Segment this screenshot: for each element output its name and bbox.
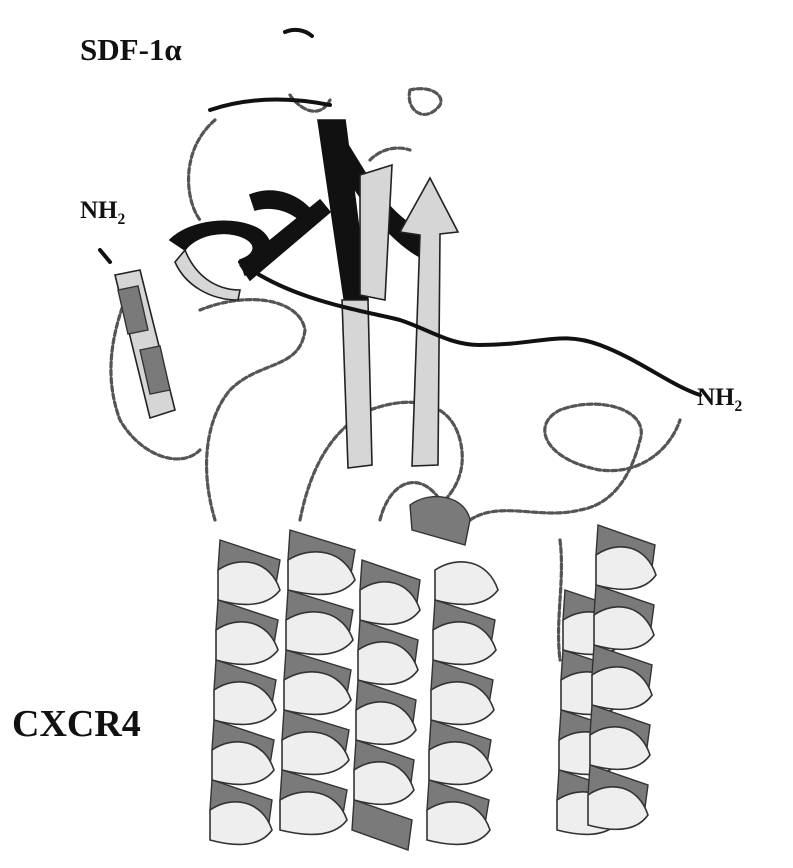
receptor-loop xyxy=(470,404,680,520)
helix-tm4 xyxy=(410,497,498,845)
sdf1-alpha-label: SDF-1α xyxy=(80,32,182,68)
ligand-beta-strand xyxy=(342,300,372,468)
ligand-beta-strand xyxy=(360,165,392,300)
ligand-loop xyxy=(189,120,215,220)
ligand-n-terminal-tail xyxy=(240,262,700,395)
helix-tm3 xyxy=(352,560,420,850)
nh-symbol: NH xyxy=(80,197,118,224)
receptor-loop xyxy=(200,300,305,520)
receptor-n-terminal-strand xyxy=(100,250,175,418)
cxcr4-label: CXCR4 xyxy=(12,702,141,746)
helix-tm1 xyxy=(210,540,280,844)
n-terminus-label-ligand: NH2 xyxy=(697,384,742,416)
n-terminus-label-receptor: NH2 xyxy=(80,197,125,229)
cxcr4-receptor xyxy=(100,250,680,850)
ligand-loop xyxy=(409,89,441,115)
helix-tm6 xyxy=(588,525,656,829)
nh-subscript: 2 xyxy=(735,398,743,415)
ligand-loop xyxy=(370,148,410,160)
receptor-loop xyxy=(559,540,562,660)
sdf1-ligand xyxy=(170,30,700,468)
nh-symbol: NH xyxy=(697,384,735,411)
nh-subscript: 2 xyxy=(118,211,126,228)
helix-tm2 xyxy=(280,530,355,834)
